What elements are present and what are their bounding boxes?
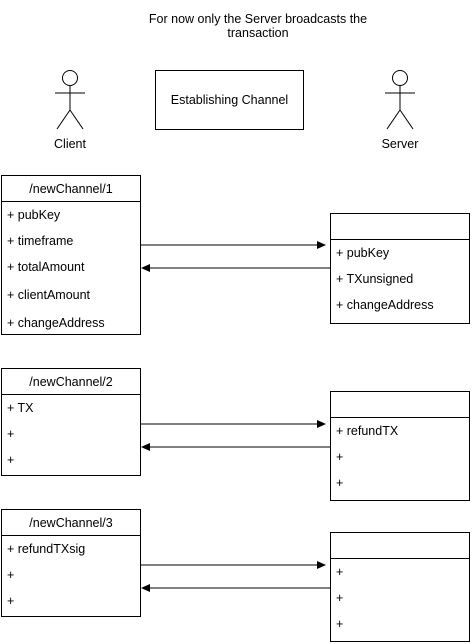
server-box-2: + refundTX + + <box>330 391 470 501</box>
server-box-title <box>331 392 469 418</box>
client-box-newchannel-3: /newChannel/3 + refundTXsig + + <box>1 509 141 617</box>
field-refundtxsig: + refundTXsig <box>7 542 86 556</box>
client-actor-icon <box>55 70 85 130</box>
client-actor-label: Client <box>54 137 86 151</box>
establishing-channel-box: Establishing Channel <box>155 70 304 130</box>
client-box-title: /newChannel/2 <box>2 369 140 395</box>
server-box-1: + pubKey + TXunsigned + changeAddress <box>330 213 470 324</box>
field-changeaddress: + changeAddress <box>336 298 434 312</box>
server-box-title <box>331 533 469 559</box>
field-totalamount: + totalAmount <box>7 260 85 274</box>
field-empty: + <box>336 617 344 631</box>
field-changeaddress: + changeAddress <box>7 316 105 330</box>
client-box-newchannel-1: /newChannel/1 + pubKey + timeframe + tot… <box>1 175 141 335</box>
field-empty: + <box>7 427 15 441</box>
field-empty: + <box>7 453 15 467</box>
server-actor-icon <box>385 70 415 130</box>
server-box-3: + + + <box>330 532 470 642</box>
request-arrow-1 <box>141 241 326 249</box>
note-line-2: transaction <box>227 26 289 40</box>
field-timeframe: + timeframe <box>7 234 74 248</box>
field-empty: + <box>336 476 344 490</box>
field-pubkey: + pubKey <box>336 246 390 260</box>
field-tx: + TX <box>7 401 34 415</box>
response-arrow-1 <box>141 264 330 272</box>
field-clientamount: + clientAmount <box>7 288 91 302</box>
request-arrow-3 <box>141 561 326 569</box>
response-arrow-3 <box>141 584 330 592</box>
server-actor-label: Server <box>381 137 419 151</box>
field-txunsigned: + TXunsigned <box>336 272 414 286</box>
field-empty: + <box>336 450 344 464</box>
field-empty: + <box>7 594 15 608</box>
note-line-1: For now only the Server broadcasts the <box>148 12 368 26</box>
request-arrow-2 <box>141 420 326 428</box>
client-box-newchannel-2: /newChannel/2 + TX + + <box>1 368 141 476</box>
field-empty: + <box>336 591 344 605</box>
client-box-title: /newChannel/3 <box>2 510 140 536</box>
response-arrow-2 <box>141 443 330 451</box>
field-refundtx: + refundTX <box>336 424 399 438</box>
field-empty: + <box>336 565 344 579</box>
establishing-channel-label: Establishing Channel <box>170 93 289 107</box>
field-pubkey: + pubKey <box>7 208 61 222</box>
server-box-title <box>331 214 469 240</box>
diagram-note: For now only the Server broadcasts the t… <box>100 12 416 40</box>
client-box-title: /newChannel/1 <box>2 176 140 202</box>
field-empty: + <box>7 568 15 582</box>
